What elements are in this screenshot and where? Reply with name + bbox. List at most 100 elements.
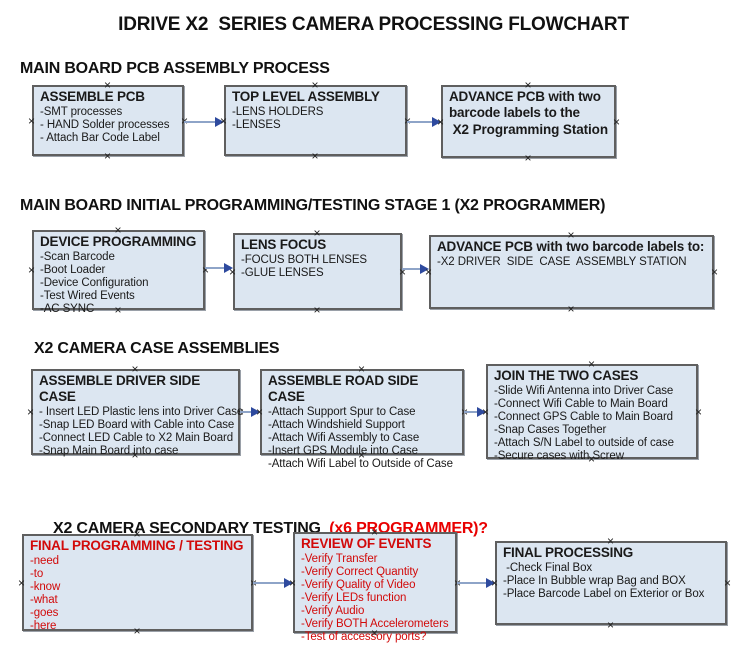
page-title: IDRIVE X2 SERIES CAMERA PROCESSING FLOWC… [118, 14, 629, 35]
box-line: - HAND Solder processes [40, 119, 170, 131]
connection-handle [28, 115, 35, 127]
box-title: ADVANCE PCB with two barcode labels to t… [449, 89, 601, 120]
box-line: -Test Wired Events [40, 290, 135, 302]
box-lines: -SMT processes- HAND Solder processes- A… [40, 106, 177, 145]
box-title: ASSEMBLE ROAD SIDE CASE [268, 373, 419, 404]
box-title: LENS FOCUS [241, 237, 327, 252]
box-line: -Scan Barcode [40, 251, 115, 263]
box-lines: - Insert LED Plastic lens into Driver Ca… [39, 406, 244, 458]
box-title: FINAL PROGRAMMING / TESTING [30, 538, 244, 553]
box-lines: -Verify Transfer-Verify Correct Quantity… [301, 553, 450, 644]
connection-handle [27, 406, 34, 418]
box-title: FINAL PROCESSING [503, 545, 634, 560]
box-line: -Connect GPS Cable to Main Board [494, 411, 673, 423]
box-line: -Snap LED Board with Cable into Case [39, 419, 235, 431]
flow-box-assemble-driver-side-case: ASSEMBLE DRIVER SIDE CASE - Insert LED P… [31, 363, 244, 461]
box-line: -Attach S/N Label to outside of case [494, 437, 674, 449]
connection-handle [695, 406, 702, 418]
section-heading-case-assemblies: X2 CAMERA CASE ASSEMBLIES [34, 340, 280, 357]
box-line: -Test of accessory ports? [301, 631, 427, 643]
box-title: JOIN THE TWO CASES [494, 368, 639, 383]
connection-handle [491, 577, 498, 589]
connection-handle [256, 406, 263, 418]
box-line: -to [30, 568, 44, 580]
box-title: DEVICE PROGRAMMING [40, 234, 197, 249]
arrow-line [407, 121, 434, 123]
box-line: -Verify LEDs function [301, 592, 407, 604]
box-line: -Verify Quality of Video [301, 579, 416, 591]
connection-handle [229, 266, 236, 278]
box-line: -Check Final Box [503, 562, 593, 574]
arrow-line [464, 411, 479, 413]
flow-box-join-the-two-cases: JOIN THE TWO CASES -Slide Wifi Antenna i… [486, 358, 698, 465]
flow-arrow [407, 117, 441, 127]
connection-handle [425, 266, 432, 278]
box-lines: -Check Final Box-Place In Bubble wrap Ba… [503, 562, 720, 601]
box-line: -LENSES [232, 119, 281, 131]
connection-handle [28, 264, 35, 276]
box-lines: -Slide Wifi Antenna into Driver Case-Con… [494, 385, 691, 463]
box-line: -Device Configuration [40, 277, 149, 289]
arrow-line [240, 411, 253, 413]
box-line: -LENS HOLDERS [232, 106, 324, 118]
connection-handle [711, 266, 718, 278]
box-line: -Connect LED Cable to X2 Main Board [39, 432, 234, 444]
box-line: - Insert LED Plastic lens into Driver Ca… [39, 406, 244, 418]
box-line: -what [30, 594, 58, 606]
connection-handle [18, 577, 25, 589]
arrow-line [205, 267, 226, 269]
box-lines: X2 Programming Station [449, 122, 609, 138]
box-title: REVIEW OF EVENTS [301, 536, 432, 551]
connection-handle [724, 577, 731, 589]
box-lines: -LENS HOLDERS-LENSES [232, 106, 400, 132]
box-line: -goes [30, 607, 59, 619]
flow-box-advance-pcb-programming-station: ADVANCE PCB with two barcode labels to t… [441, 79, 616, 164]
connection-handle [437, 116, 444, 128]
box-line: -Boot Loader [40, 264, 106, 276]
box-line: -Insert GPS Module into Case [268, 445, 418, 457]
box-lines: -FOCUS BOTH LENSES-GLUE LENSES [241, 254, 395, 280]
box-line: -Verify Audio [301, 605, 365, 617]
box-line: -Attach Wifi Assembly to Case [268, 432, 420, 444]
flow-box-assemble-road-side-case: ASSEMBLE ROAD SIDE CASE -Attach Support … [260, 363, 464, 470]
flow-box-final-programming-testing: FINAL PROGRAMMING / TESTING -need-to-kno… [22, 528, 253, 637]
box-line: -AC SYNC [40, 303, 95, 315]
box-title: ASSEMBLE PCB [40, 89, 145, 104]
connection-handle [220, 115, 227, 127]
box-line: -Verify BOTH Accelerometers [301, 618, 449, 630]
box-line: -Place In Bubble wrap Bag and BOX [503, 575, 686, 587]
box-line: -Attach Support Spur to Case [268, 406, 416, 418]
box-line: -Snap Main Board into case [39, 445, 179, 457]
flow-box-device-programming: DEVICE PROGRAMMING -Scan Barcode-Boot Lo… [32, 224, 205, 316]
box-line: -Verify Correct Quantity [301, 566, 419, 578]
box-title: ASSEMBLE DRIVER SIDE CASE [39, 373, 201, 404]
connection-handle [482, 406, 489, 418]
flow-box-final-processing: FINAL PROCESSING -Check Final Box-Place … [495, 535, 727, 631]
arrow-line [457, 582, 488, 584]
box-line: -Snap Cases Together [494, 424, 607, 436]
box-line: -here [30, 620, 57, 632]
arrow-line [184, 121, 217, 123]
section-heading-initial-programming: MAIN BOARD INITIAL PROGRAMMING/TESTING S… [20, 197, 606, 214]
box-line: -know [30, 581, 61, 593]
box-line: -Place Barcode Label on Exterior or Box [503, 588, 705, 600]
box-line: -SMT processes [40, 106, 123, 118]
box-lines: -need-to-know-what-goes-here [30, 555, 246, 633]
box-line: -Verify Transfer [301, 553, 378, 565]
box-line: X2 Programming Station [449, 122, 608, 137]
flow-box-top-level-assembly: TOP LEVEL ASSEMBLY -LENS HOLDERS-LENSES [224, 79, 407, 162]
box-line: - Attach Bar Code Label [40, 132, 160, 144]
box-title: TOP LEVEL ASSEMBLY [232, 89, 380, 104]
box-line: -X2 DRIVER SIDE CASE ASSEMBLY STATION [437, 256, 687, 268]
box-line: -GLUE LENSES [241, 267, 324, 279]
box-lines: -Attach Support Spur to Case-Attach Wind… [268, 406, 457, 471]
box-title: ADVANCE PCB with two barcode labels to: [437, 239, 705, 254]
flow-arrow [253, 578, 293, 588]
flow-box-advance-pcb-driver-side: ADVANCE PCB with two barcode labels to: … [429, 229, 714, 315]
flow-box-assemble-pcb: ASSEMBLE PCB -SMT processes- HAND Solder… [32, 79, 184, 162]
section-heading-pcb-assembly: MAIN BOARD PCB ASSEMBLY PROCESS [20, 60, 330, 77]
box-line: -FOCUS BOTH LENSES [241, 254, 367, 266]
flow-arrow [457, 578, 495, 588]
flow-box-review-of-events: REVIEW OF EVENTS -Verify Transfer-Verify… [293, 526, 457, 643]
